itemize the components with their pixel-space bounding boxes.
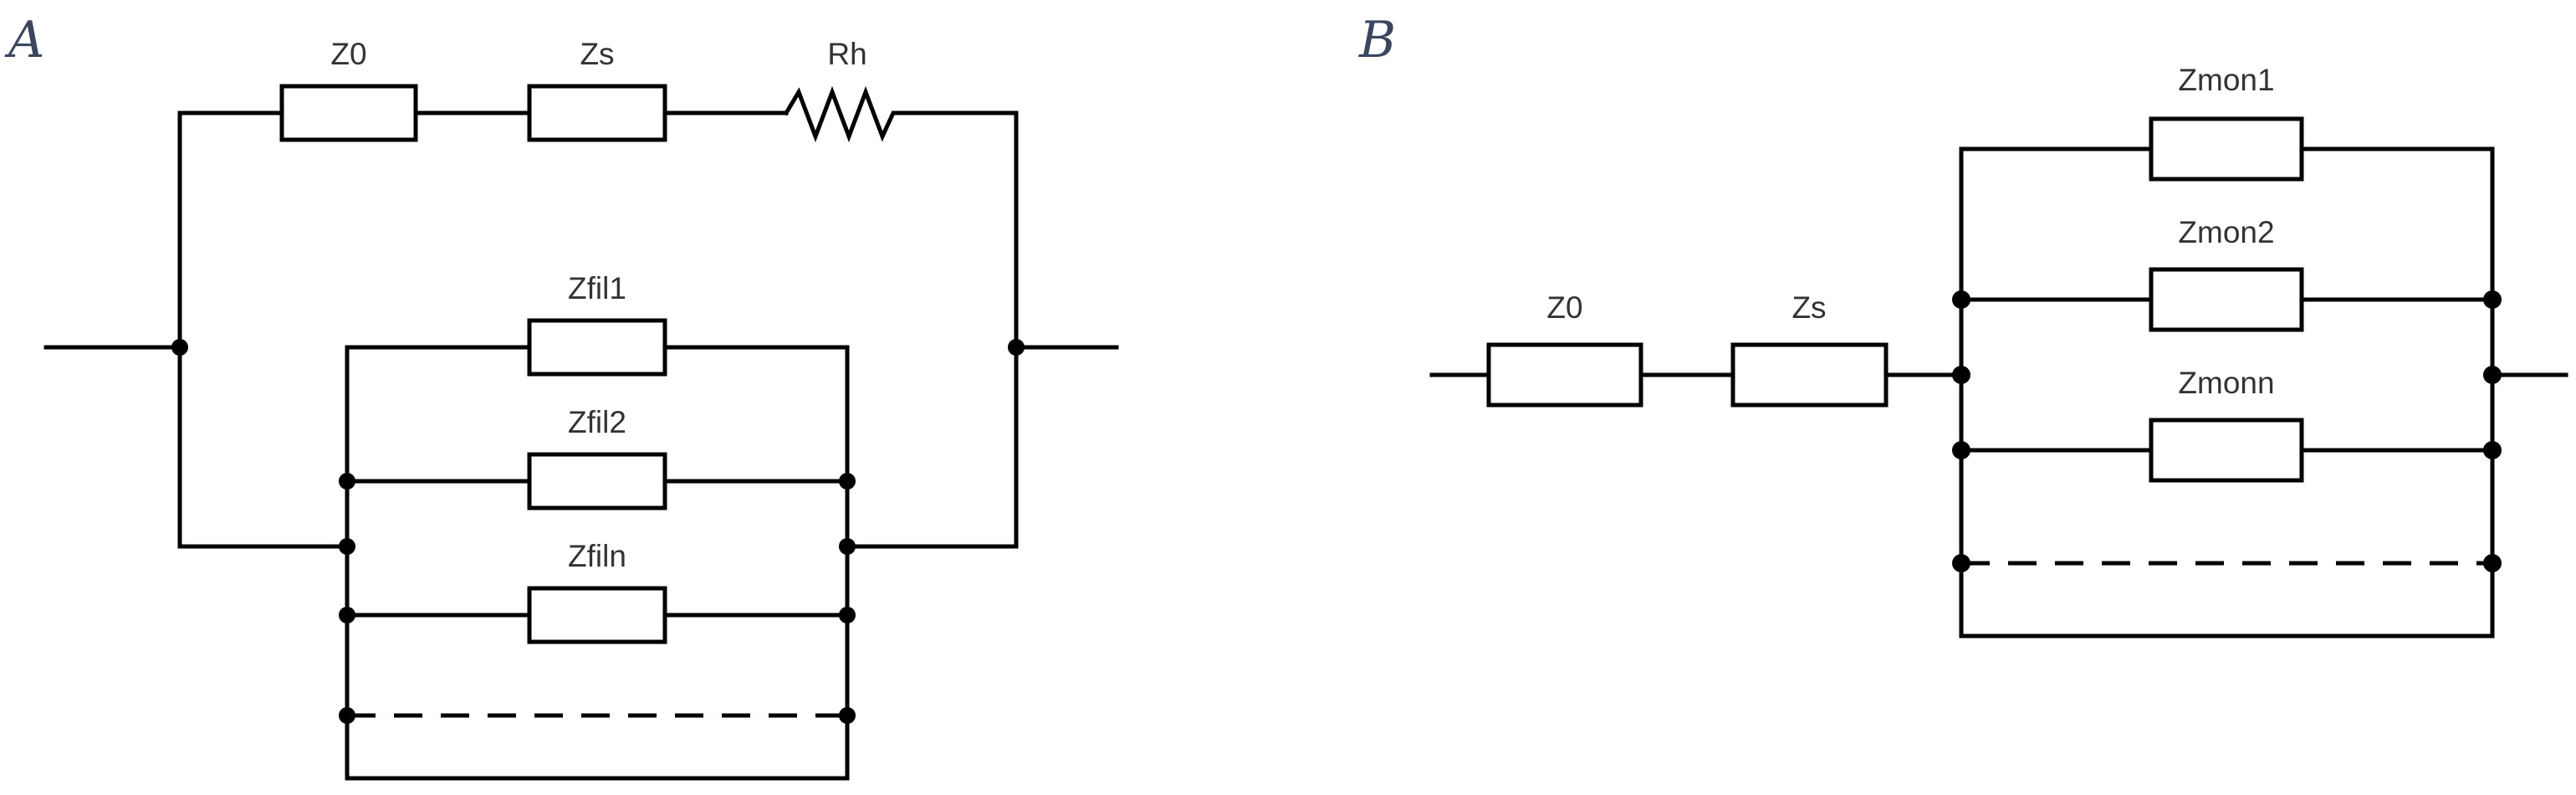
panel-a-zfiln-impedance: Zfiln [527, 539, 667, 644]
panel-b: B Z0 Zs [1358, 11, 2568, 639]
panel-b-zmon1-impedance: Zmon1 [2149, 63, 2304, 182]
panel-b-zmonn-label: Zmonn [2178, 366, 2274, 400]
panel-a-zfiln-label: Zfiln [568, 539, 626, 573]
panel-a-zfil1-impedance: Zfil1 [527, 271, 667, 377]
panel-a-rh-label: Rh [827, 37, 866, 71]
panel-b-zs-label: Zs [1791, 290, 1826, 325]
panel-a-wires [43, 110, 1119, 781]
panel-b-z0-label: Z0 [1546, 290, 1582, 325]
panel-b-zs-impedance: Zs [1730, 290, 1889, 408]
panel-a-zfil1-label: Zfil1 [568, 271, 626, 305]
panel-a-letter: A [4, 11, 44, 69]
panel-b-zmon2-label: Zmon2 [2178, 215, 2274, 249]
panel-a-zfil2-label: Zfil2 [568, 405, 626, 439]
panel-a-z0-label: Z0 [330, 37, 366, 71]
panel-a-z0-impedance: Z0 [279, 37, 418, 142]
panel-b-zmonn-impedance: Zmonn [2149, 366, 2304, 483]
panel-a: A [4, 11, 1119, 781]
panel-b-zmon1-label: Zmon1 [2178, 63, 2274, 97]
panel-a-zfil2-impedance: Zfil2 [527, 405, 667, 510]
panel-b-junction-dots [1952, 290, 2502, 572]
panel-b-letter: B [1358, 11, 1396, 69]
panel-a-junction-dots [171, 339, 1025, 724]
panel-b-zmon2-impedance: Zmon2 [2149, 215, 2304, 332]
panel-a-rh-resistor: Rh [783, 37, 904, 143]
panel-b-z0-impedance: Z0 [1486, 290, 1643, 408]
panel-a-zs-impedance: Zs [527, 37, 667, 142]
panel-a-zs-label: Zs [580, 37, 614, 71]
